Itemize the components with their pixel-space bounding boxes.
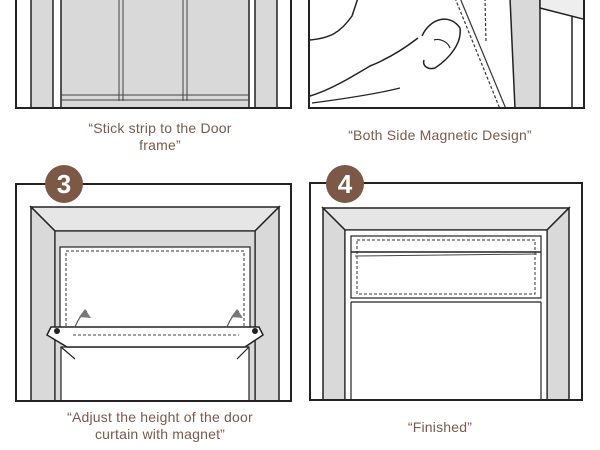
step-4-badge: 4 bbox=[326, 165, 364, 203]
step-1-caption: “Stick strip to the Door frame” bbox=[88, 120, 232, 153]
step-4-panel bbox=[309, 182, 583, 401]
step-4-caption: “Finished” bbox=[407, 419, 473, 435]
step-1-panel bbox=[15, 0, 292, 109]
hand-magnetic-strip-illustration bbox=[310, 0, 583, 107]
step-3-panel bbox=[15, 183, 292, 402]
step-2-panel bbox=[308, 0, 585, 109]
step-3-caption: “Adjust the height of the door curtain w… bbox=[67, 409, 253, 442]
door-curtain-finished-illustration bbox=[321, 206, 571, 399]
step-2-caption: “Both Side Magnetic Design” bbox=[348, 127, 532, 143]
door-frame-strip-illustration bbox=[30, 0, 278, 107]
step-3-badge: 3 bbox=[45, 165, 83, 203]
door-curtain-adjust-illustration bbox=[29, 205, 281, 400]
